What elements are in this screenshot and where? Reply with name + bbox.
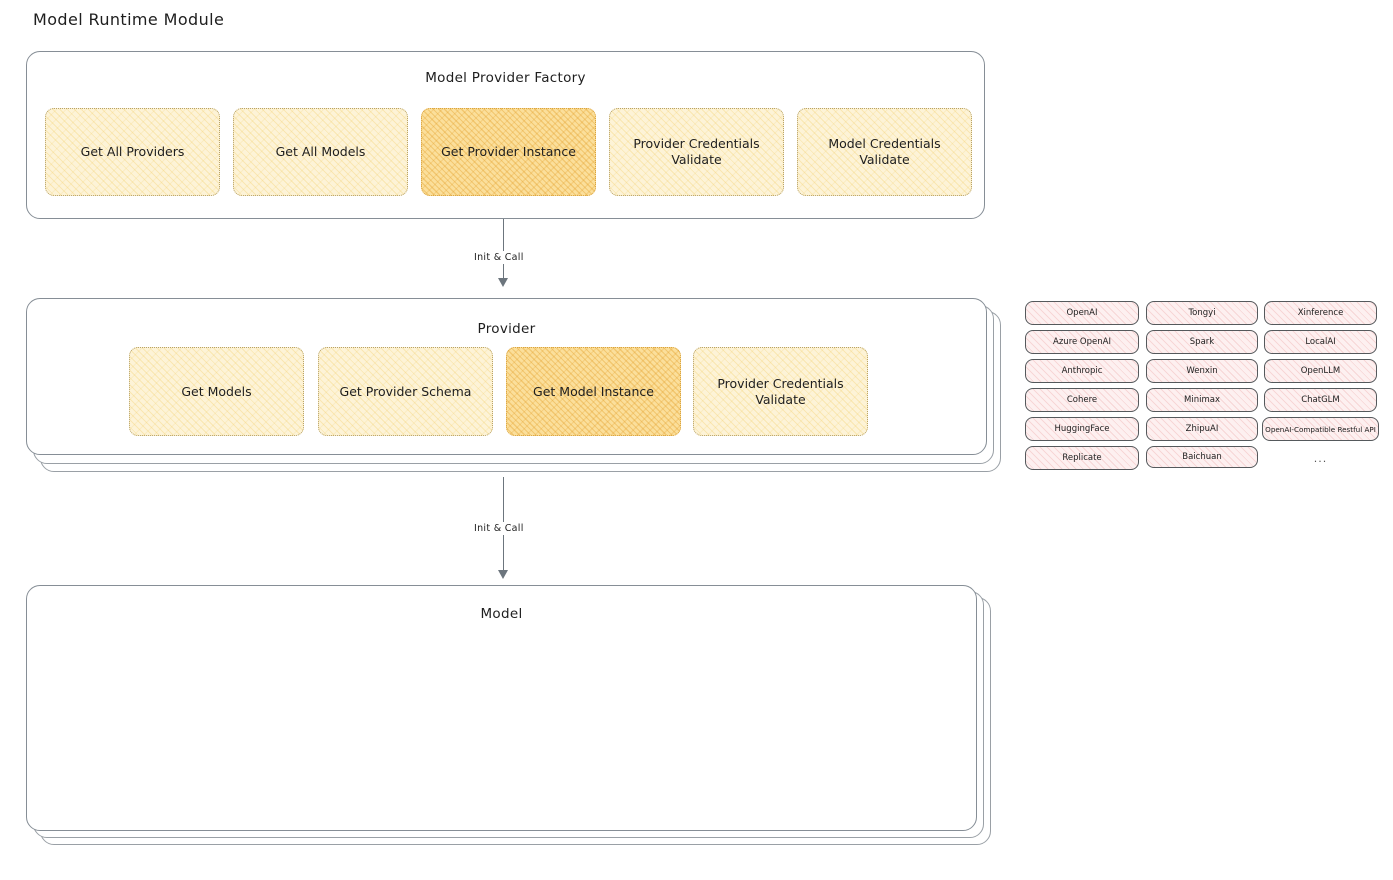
provider-chip-replicate[interactable]: Replicate (1025, 446, 1139, 470)
model-panel: Model (26, 585, 977, 831)
provider-chip-minimax[interactable]: Minimax (1146, 388, 1258, 412)
provider-panel: Provider Get Models Get Provider Schema … (26, 298, 987, 455)
provider-chip-tongyi[interactable]: Tongyi (1146, 301, 1258, 325)
arrow-provider-to-model-label: Init & Call (470, 522, 528, 535)
provider-chip-chatglm[interactable]: ChatGLM (1264, 388, 1377, 412)
arrow-factory-to-provider-head (498, 278, 508, 287)
provider-chip-wenxin[interactable]: Wenxin (1146, 359, 1258, 383)
provider-chip-anthropic[interactable]: Anthropic (1025, 359, 1139, 383)
arrow-factory-to-provider-line (503, 219, 504, 281)
provider-method-get-provider-schema[interactable]: Get Provider Schema (318, 347, 493, 436)
arrow-provider-to-model-head (498, 570, 508, 579)
provider-chip-huggingface[interactable]: HuggingFace (1025, 417, 1139, 441)
model-title: Model (480, 606, 523, 622)
factory-method-get-all-providers[interactable]: Get All Providers (45, 108, 220, 196)
provider-chip-baichuan[interactable]: Baichuan (1146, 446, 1258, 468)
provider-chip-zhipuai[interactable]: ZhipuAI (1146, 417, 1258, 441)
model-provider-factory-panel: Model Provider Factory Get All Providers… (26, 51, 985, 219)
provider-list-more: ... (1313, 452, 1328, 465)
provider-chip-openllm[interactable]: OpenLLM (1264, 359, 1377, 383)
factory-method-model-credentials-validate[interactable]: Model Credentials Validate (797, 108, 972, 196)
provider-chip-openai-compatible-restful-api[interactable]: OpenAI-Compatible Restful API (1262, 417, 1379, 441)
provider-method-get-models[interactable]: Get Models (129, 347, 304, 436)
factory-method-get-all-models[interactable]: Get All Models (233, 108, 408, 196)
provider-title: Provider (477, 321, 536, 337)
provider-chip-cohere[interactable]: Cohere (1025, 388, 1139, 412)
factory-method-get-provider-instance[interactable]: Get Provider Instance (421, 108, 596, 196)
provider-chip-spark[interactable]: Spark (1146, 330, 1258, 354)
model-provider-factory-title: Model Provider Factory (425, 70, 586, 86)
provider-chip-azure-openai[interactable]: Azure OpenAI (1025, 330, 1139, 354)
arrow-factory-to-provider-label: Init & Call (470, 251, 528, 264)
provider-method-provider-credentials-validate[interactable]: Provider Credentials Validate (693, 347, 868, 436)
provider-chip-localai[interactable]: LocalAI (1264, 330, 1377, 354)
page-title: Model Runtime Module (33, 10, 225, 29)
factory-method-provider-credentials-validate[interactable]: Provider Credentials Validate (609, 108, 784, 196)
provider-chip-openai[interactable]: OpenAI (1025, 301, 1139, 325)
provider-chip-xinference[interactable]: Xinference (1264, 301, 1377, 325)
provider-method-get-model-instance[interactable]: Get Model Instance (506, 347, 681, 436)
